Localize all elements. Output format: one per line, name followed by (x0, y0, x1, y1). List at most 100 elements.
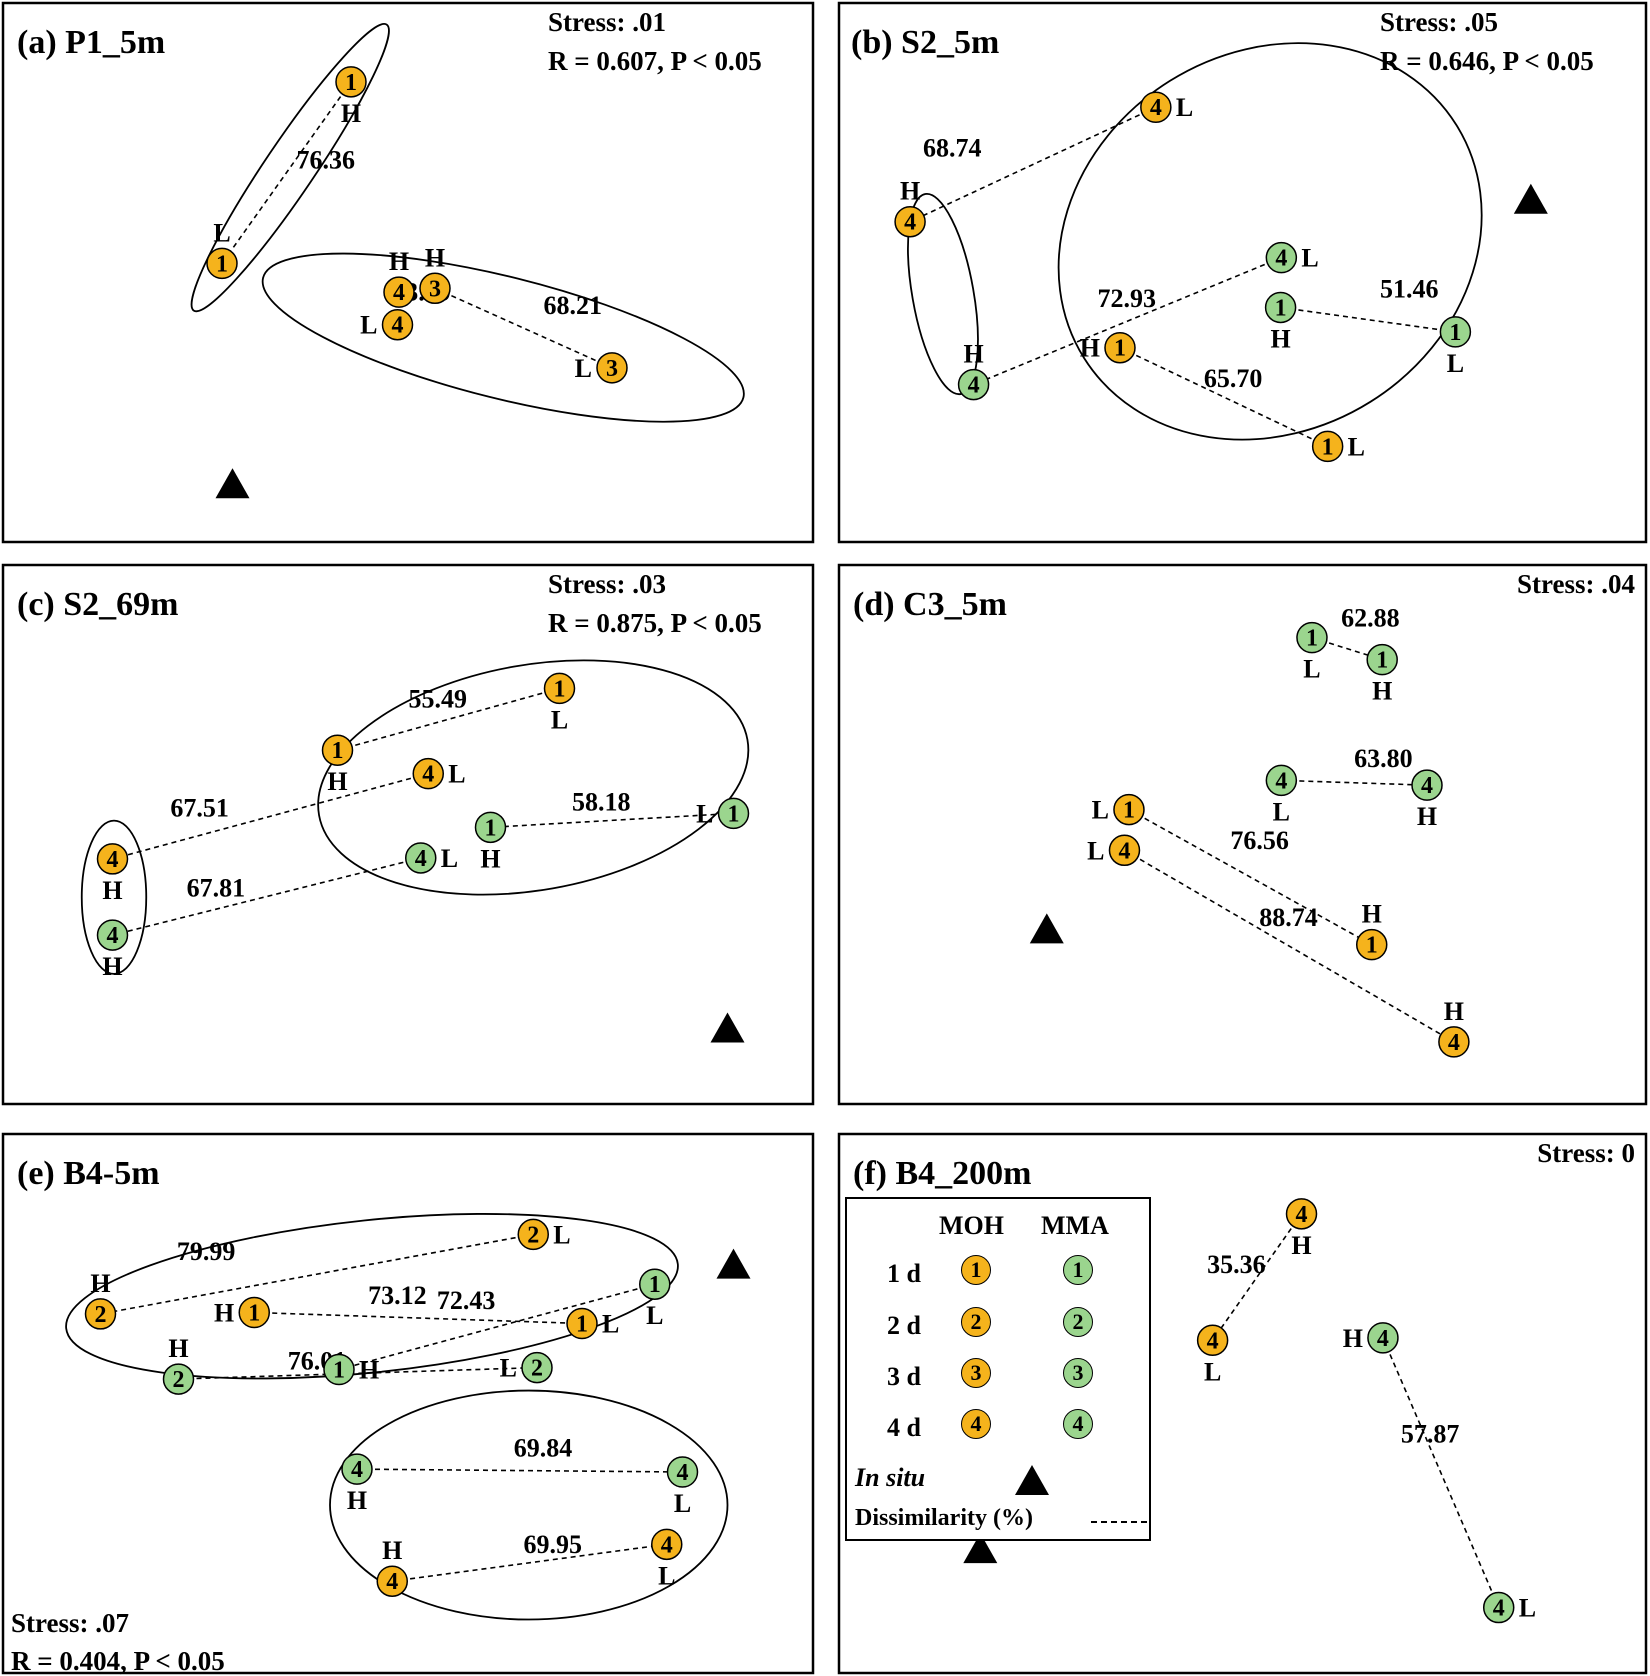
sample-point-moh (1113, 793, 1145, 826)
sample-point-moh (1140, 91, 1172, 123)
panel-title: (a) P1_5m (17, 24, 165, 61)
legend-in-situ-triangle-icon (1015, 1465, 1049, 1495)
group-ellipse (329, 1389, 729, 1621)
sample-point-mma (1411, 769, 1443, 801)
legend-moh-num-4: 4 (970, 1411, 982, 1436)
sample-point-mma (162, 1363, 195, 1395)
legend-mma-num-1: 1 (1072, 1257, 1084, 1282)
legend-moh-num-3: 3 (970, 1360, 982, 1385)
legend-header-mma: MMA (1041, 1211, 1109, 1240)
legend-moh-marker-4: 4 (961, 1409, 991, 1439)
sample-point-mma (1482, 1591, 1515, 1624)
sample-day-number: 1 (649, 1272, 661, 1298)
dissimilarity-link (1382, 1337, 1500, 1608)
dissimilarity-link (1281, 779, 1428, 786)
anosim-stats-label: R = 0.607, P < 0.05 (548, 46, 762, 76)
sample-point-mma (1296, 621, 1328, 654)
dissimilarity-link (909, 106, 1157, 223)
dissimilarity-value: 69.95 (524, 1530, 583, 1559)
legend-moh-marker-3: 3 (961, 1358, 991, 1388)
sample-day-number: 1 (576, 1312, 588, 1338)
dissimilarity-value: 35.36 (1207, 1250, 1266, 1279)
sample-tag: H (389, 247, 409, 276)
sample-point-moh (419, 272, 451, 305)
dissimilarity-value: 58.18 (572, 787, 631, 816)
sample-tag: H (382, 1536, 402, 1565)
sample-tag: H (168, 1334, 188, 1363)
panel-frame (1, 1, 815, 544)
sample-day-number: 4 (1377, 1326, 1389, 1352)
legend-mma-marker-1: 1 (1063, 1255, 1093, 1285)
dissimilarity-link (337, 687, 560, 751)
sample-tag: L (575, 354, 592, 383)
in-situ-triangle (963, 1533, 998, 1564)
sample-tag: H (341, 99, 361, 128)
legend-dashed-line (1091, 1521, 1147, 1523)
sample-day-number: 1 (216, 251, 228, 277)
sample-point-moh (383, 276, 415, 308)
legend-mma-marker-2: 2 (1063, 1307, 1093, 1337)
sample-point-moh (376, 1565, 408, 1597)
sample-tag: L (360, 311, 377, 340)
sample-day-number: 4 (661, 1532, 673, 1558)
legend-moh-num-2: 2 (970, 1309, 982, 1334)
sample-tag: L (551, 705, 568, 734)
sample-point-moh (566, 1307, 598, 1340)
dissimilarity-value: 51.46 (1380, 275, 1439, 304)
sample-tag: H (1291, 1231, 1311, 1260)
sample-point-mma (1264, 291, 1297, 324)
group-ellipse (1057, 42, 1483, 441)
stress-label: Stress: .07 (11, 1608, 129, 1638)
sample-day-number: 2 (531, 1356, 543, 1382)
stress-label: Stress: .04 (1517, 569, 1635, 599)
sample-tag: H (1444, 997, 1464, 1026)
sample-point-mma (405, 842, 437, 874)
sample-day-number: 1 (333, 1357, 345, 1383)
group-ellipse (317, 659, 750, 896)
dissimilarity-link (1211, 1213, 1303, 1341)
sample-day-number: 4 (351, 1457, 363, 1483)
legend-row-label-3: 3 d (887, 1362, 921, 1391)
sample-day-number: 3 (606, 356, 618, 382)
stress-label: Stress: .03 (548, 569, 666, 599)
sample-day-number: 1 (1123, 798, 1135, 824)
sample-day-number: 4 (392, 313, 404, 339)
sample-point-mma (666, 1456, 699, 1488)
dissimilarity-value: 57.87 (1401, 1420, 1460, 1449)
panel-frame (1, 1132, 815, 1675)
sample-tag: L (1348, 432, 1365, 461)
dissimilarity-link (112, 772, 429, 860)
dissimilarity-link (1280, 306, 1456, 333)
sample-point-mma (323, 1353, 355, 1386)
sample-day-number: 1 (1114, 336, 1126, 362)
sample-day-number: 4 (1493, 1596, 1505, 1622)
sample-point-mma (717, 797, 750, 830)
sample-tag: L (1204, 1357, 1221, 1386)
sample-point-moh (1108, 834, 1141, 867)
dissimilarity-link (221, 81, 352, 264)
legend-mma-num-4: 4 (1072, 1411, 1084, 1436)
panel-title: (d) C3_5m (853, 586, 1007, 623)
anosim-stats-label: R = 0.646, P < 0.05 (1380, 46, 1594, 76)
stress-label: Stress: 0 (1537, 1138, 1635, 1168)
legend-row-label-1: 1 d (887, 1259, 921, 1288)
dissimilarity-link (973, 256, 1282, 386)
sample-tag: H (963, 340, 983, 369)
sample-day-number: 4 (393, 280, 405, 306)
dissimilarity-link (178, 1366, 538, 1380)
sample-tag: H (327, 767, 347, 796)
dissimilarity-value: 63.80 (1354, 744, 1413, 773)
legend-header-moh: MOH (939, 1211, 1004, 1240)
sample-day-number: 4 (904, 210, 916, 236)
sample-day-number: 4 (1207, 1328, 1219, 1354)
anosim-stats-label: R = 0.404, P < 0.05 (11, 1646, 225, 1676)
sample-day-number: 4 (107, 847, 119, 873)
sample-tag: L (500, 1354, 517, 1383)
panel-title: (e) B4-5m (17, 1155, 160, 1192)
sample-point-moh (596, 352, 628, 384)
sample-day-number: 4 (386, 1569, 398, 1595)
dissimilarity-value: 68.74 (923, 133, 982, 162)
dissimilarity-value: 65.70 (1204, 364, 1263, 393)
panel-title: (c) S2_69m (17, 586, 178, 623)
